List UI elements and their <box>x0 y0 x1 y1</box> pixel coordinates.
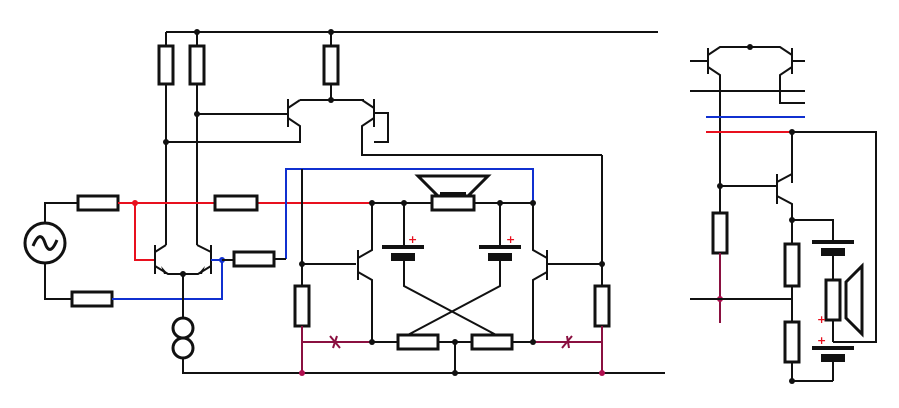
detail-battery-icon-lower: + <box>812 334 854 362</box>
feedback-resistor <box>213 194 259 212</box>
battery-plus-right: + <box>506 233 515 246</box>
detail-battery-plus-lower: + <box>817 334 826 347</box>
input-resistor-bottom <box>70 290 114 308</box>
detail-battery-icon-upper <box>812 240 854 256</box>
detail-battery-plus-upper: + <box>817 313 826 326</box>
detail-resistor-upper <box>783 242 801 288</box>
top-supply-rail <box>165 29 658 46</box>
emitter-resistor-left <box>396 333 440 351</box>
bridge-resistor-left <box>293 284 311 328</box>
battery-plus-left: + <box>408 233 417 246</box>
tail-resistor-top <box>322 44 340 86</box>
detail-resistor-lower <box>783 320 801 364</box>
load-resistor-left <box>157 44 175 86</box>
bridge-resistor-right <box>593 284 611 328</box>
detail-speaker-icon <box>824 262 864 338</box>
detail-transistor <box>717 173 795 223</box>
lower-differential-pair <box>154 244 212 277</box>
current-source-icon <box>171 316 195 360</box>
bias-resistor <box>232 250 276 268</box>
negative-input-rail <box>112 168 534 300</box>
output-transistor-left <box>357 200 375 342</box>
positive-input-rail <box>118 200 372 261</box>
upper-differential-pair <box>163 99 602 156</box>
battery-icon-right: + <box>479 233 521 261</box>
input-resistor-top <box>76 194 120 212</box>
detail-transistor-pair <box>690 44 805 186</box>
speaker-coil <box>430 194 476 212</box>
output-transistor-right <box>530 200 548 342</box>
speaker-icon <box>414 174 492 198</box>
battery-icon-left: + <box>382 233 424 261</box>
ac-source-icon <box>23 221 67 265</box>
load-resistor-right <box>188 44 206 86</box>
emitter-resistor-right <box>470 333 514 351</box>
detail-resistor-left <box>711 211 729 255</box>
